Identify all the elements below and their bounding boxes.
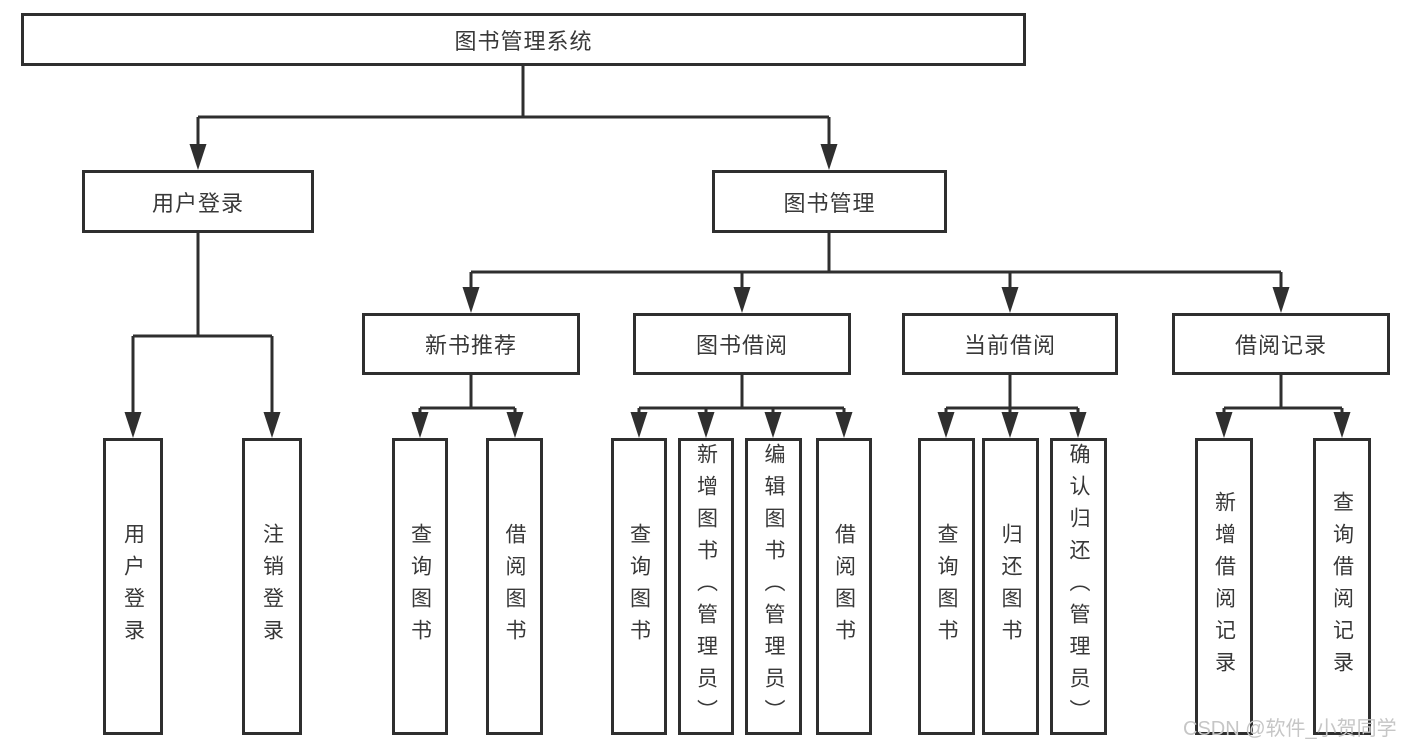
arrowhead — [462, 287, 480, 313]
arrowhead — [1001, 412, 1019, 438]
node-current-borrowing: 当前借阅 — [902, 313, 1118, 375]
arrowhead — [189, 144, 207, 170]
arrowhead — [263, 412, 281, 438]
leaf-add-book-admin: 新增图书（管理员） — [678, 438, 734, 735]
connector-root-to-level2 — [189, 66, 838, 170]
leaf-label: 注销登录 — [260, 522, 284, 651]
connector-borrowing-records-children — [1215, 375, 1351, 438]
leaf-label: 查询借阅记录 — [1330, 490, 1354, 683]
leaf-query-books-recommend: 查询图书 — [392, 438, 448, 735]
arrowhead — [1215, 412, 1233, 438]
leaf-query-books-borrowing: 查询图书 — [611, 438, 667, 735]
leaf-label: 新增图书（管理员） — [694, 442, 718, 731]
leaf-query-books-current: 查询图书 — [918, 438, 975, 735]
arrowhead — [1333, 412, 1351, 438]
leaf-query-borrow-record: 查询借阅记录 — [1313, 438, 1371, 735]
node-library-system: 图书管理系统 — [21, 13, 1026, 66]
arrowhead — [937, 412, 955, 438]
arrowhead — [835, 412, 853, 438]
leaf-edit-book-admin: 编辑图书（管理员） — [745, 438, 802, 735]
connector-new-book-recommend-children — [411, 375, 524, 438]
leaf-label: 新增借阅记录 — [1212, 490, 1236, 683]
leaf-label: 借阅图书 — [503, 522, 526, 651]
leaf-logout: 注销登录 — [242, 438, 302, 735]
leaf-label: 查询图书 — [935, 522, 958, 651]
connector-book-management-children — [462, 233, 1290, 313]
leaf-return-books: 归还图书 — [982, 438, 1039, 735]
node-book-management: 图书管理 — [712, 170, 947, 233]
node-user-login: 用户登录 — [82, 170, 314, 233]
leaf-borrow-books-borrowing: 借阅图书 — [816, 438, 872, 735]
arrowhead — [733, 287, 751, 313]
arrowhead — [820, 144, 838, 170]
node-new-book-recommend: 新书推荐 — [362, 313, 580, 375]
arrowhead — [1272, 287, 1290, 313]
arrowhead — [764, 412, 782, 438]
arrowhead — [411, 412, 429, 438]
connector-user-login-children — [124, 233, 281, 438]
connector-current-borrowing-children — [937, 375, 1087, 438]
arrowhead — [124, 412, 142, 438]
leaf-label: 借阅图书 — [832, 522, 856, 651]
leaf-label: 查询图书 — [627, 522, 651, 651]
leaf-confirm-return-admin: 确认归还（管理员） — [1050, 438, 1107, 735]
leaf-label: 确认归还（管理员） — [1067, 442, 1090, 731]
arrowhead — [630, 412, 648, 438]
arrowhead — [1069, 412, 1087, 438]
arrowhead — [1001, 287, 1019, 313]
leaf-label: 归还图书 — [999, 522, 1022, 651]
leaf-label: 用户登录 — [121, 522, 145, 651]
arrowhead — [506, 412, 524, 438]
leaf-user-login: 用户登录 — [103, 438, 163, 735]
arrowhead — [697, 412, 715, 438]
leaf-add-borrow-record: 新增借阅记录 — [1195, 438, 1253, 735]
leaf-label: 查询图书 — [408, 522, 432, 651]
connector-book-borrowing-children — [630, 375, 853, 438]
csdn-watermark: CSDN @软件_小贺同学 — [1183, 718, 1397, 740]
node-book-borrowing: 图书借阅 — [633, 313, 851, 375]
leaf-borrow-books-recommend: 借阅图书 — [486, 438, 543, 735]
node-borrowing-records: 借阅记录 — [1172, 313, 1390, 375]
leaf-label: 编辑图书（管理员） — [762, 442, 785, 731]
